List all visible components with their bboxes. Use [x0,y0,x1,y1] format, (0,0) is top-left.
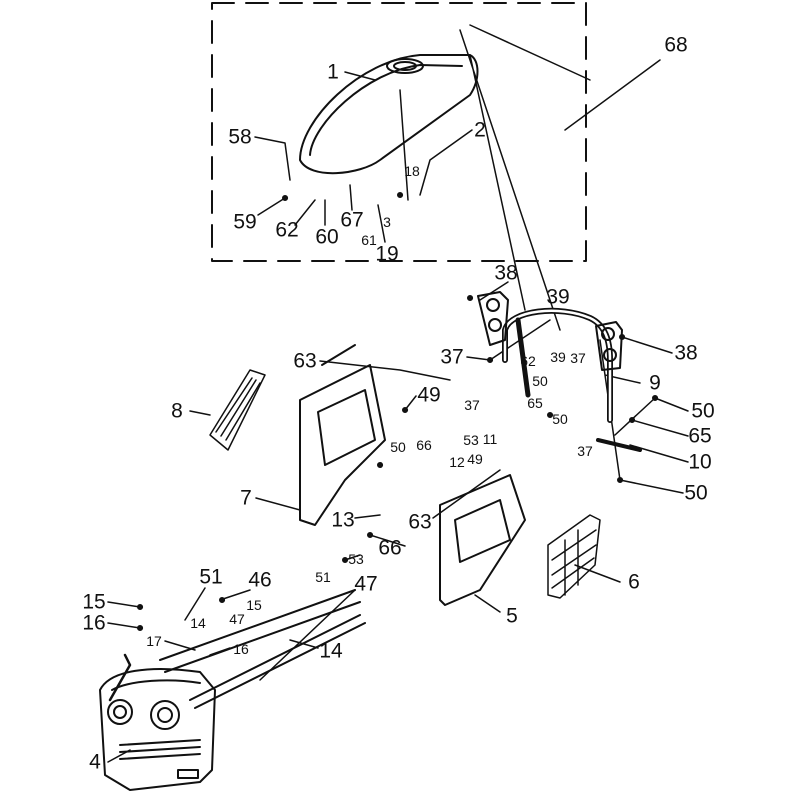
callout-50: 50 [390,439,406,455]
callout-37: 37 [577,443,593,459]
callout-65: 65 [688,424,712,448]
callout-62: 62 [275,218,299,242]
callout-50: 50 [532,373,548,389]
callout-65: 65 [527,395,543,411]
callout-50: 50 [552,411,568,427]
callout-58: 58 [228,125,252,149]
callout-47: 47 [354,572,378,596]
callout-13: 13 [331,508,355,532]
callout-68: 68 [664,33,688,57]
callout-3: 3 [383,214,391,230]
callout-50: 50 [684,481,708,505]
callout-18: 18 [404,163,420,179]
callout-38: 38 [674,341,698,365]
part-14-rails [159,589,366,709]
callout-49: 49 [467,451,483,467]
callout-63: 63 [408,510,432,534]
callout-67: 67 [340,208,364,232]
callout-2: 2 [474,118,486,142]
callout-49: 49 [417,383,441,407]
callout-9: 9 [649,371,661,395]
part-4-front-hood [99,653,216,791]
callout-37: 37 [440,345,464,369]
callout-47: 47 [229,611,245,627]
callout-53: 53 [463,432,479,448]
callout-66: 66 [416,437,432,453]
callout-66: 66 [378,536,402,560]
callout-17: 17 [146,633,162,649]
callout-37: 37 [570,350,586,366]
callout-1: 1 [327,60,339,84]
callout-63: 63 [293,349,317,373]
callout-46: 46 [248,568,272,592]
callout-12: 12 [449,454,465,470]
part-1-canopy [299,54,479,175]
callout-6: 6 [628,570,640,594]
callout-51: 51 [315,569,331,585]
callout-39: 39 [550,349,566,365]
callout-15: 15 [246,597,262,613]
part-5-side-panel-right [439,474,526,606]
callout-5: 5 [506,604,518,628]
callout-37: 37 [464,397,480,413]
callout-15: 15 [82,590,106,614]
callout-14: 14 [319,639,343,663]
callout-4: 4 [89,750,101,774]
callout-39: 39 [546,285,570,309]
callout-38: 38 [494,261,518,285]
callout-51: 51 [199,565,223,589]
part-10-bar [596,438,642,452]
callout-7: 7 [240,486,252,510]
callout-14: 14 [190,615,206,631]
part-7-side-panel-left [299,344,386,526]
part-38-lamp-bracket-left [477,291,509,346]
callout-61: 61 [361,232,377,248]
part-6-grille [547,514,601,599]
callout-16: 16 [82,611,106,635]
part-8-grille [209,369,266,451]
callout-8: 8 [171,399,183,423]
callout-11: 11 [482,431,498,447]
dashed-group-box [211,2,587,262]
callout-59: 59 [233,210,257,234]
callout-53: 53 [348,551,364,567]
callout-19: 19 [375,242,399,266]
callout-16: 16 [233,641,249,657]
callout-10: 10 [688,450,712,474]
callout-50: 50 [691,399,715,423]
callout-60: 60 [315,225,339,249]
callout-62: 62 [520,353,536,369]
part-38-lamp-bracket-right [595,321,623,371]
fastener-dots [137,192,659,631]
part-9-roll-bar [502,307,613,423]
leader-lines [107,24,689,763]
